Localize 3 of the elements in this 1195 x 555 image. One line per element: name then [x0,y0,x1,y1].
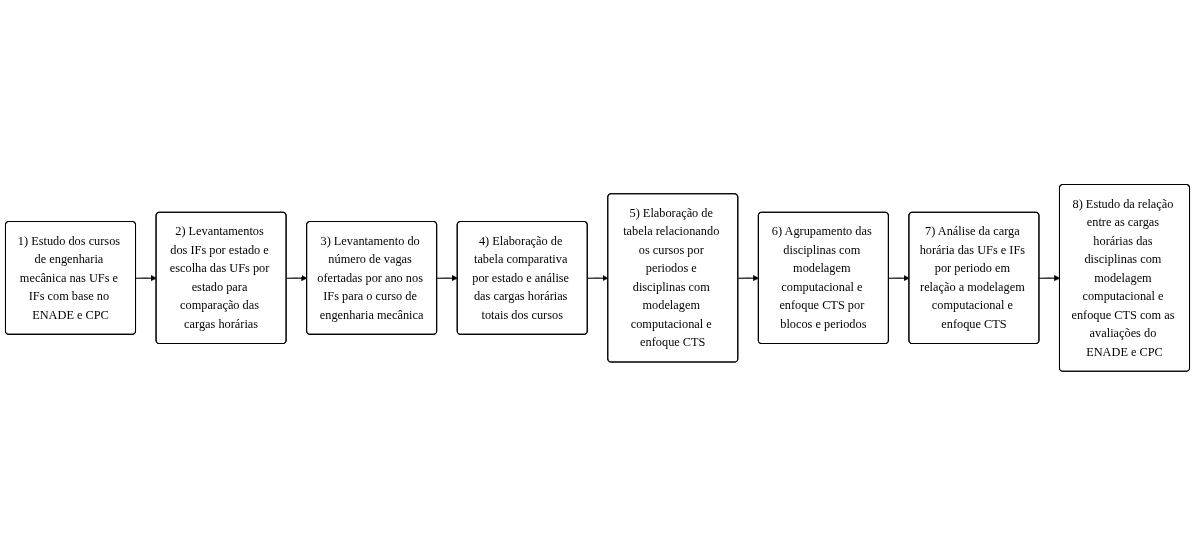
arrow [436,274,458,281]
arrow [135,274,157,281]
arrow [737,274,759,281]
